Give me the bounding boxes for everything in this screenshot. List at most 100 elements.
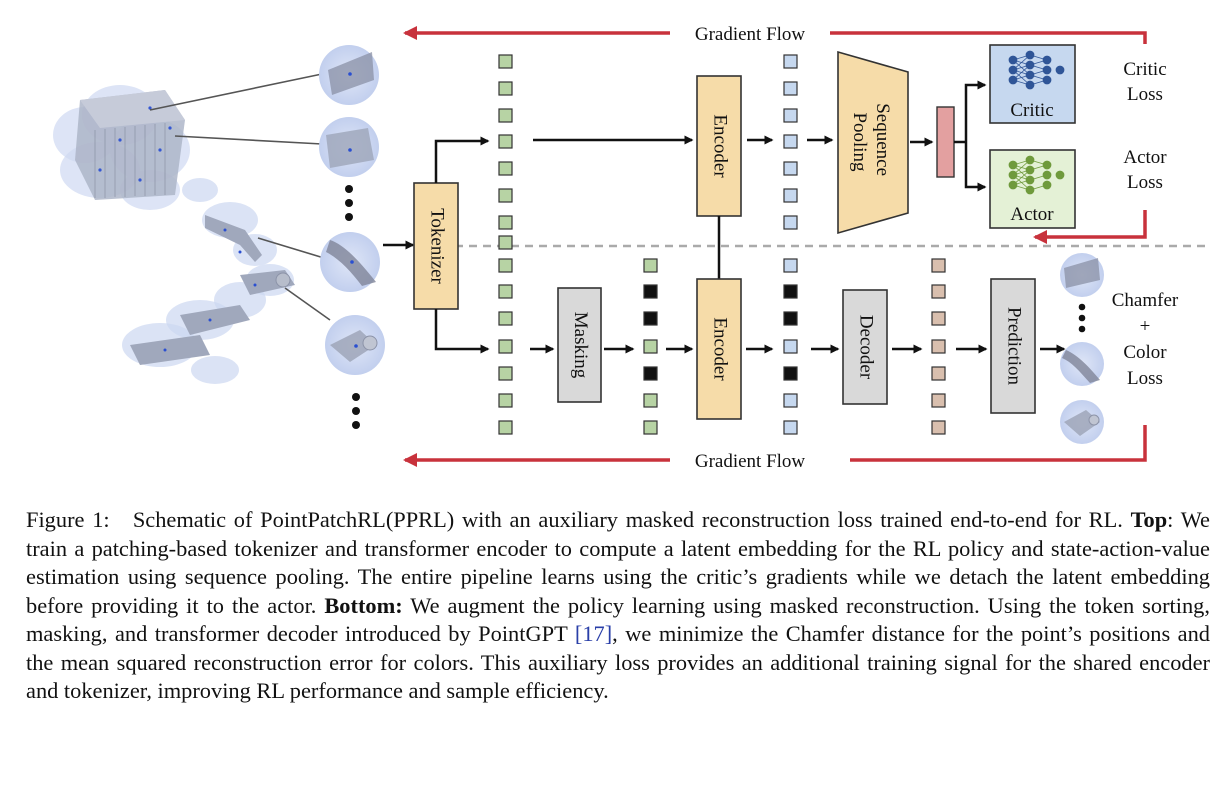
tokenizer-label: Tokenizer (427, 208, 448, 284)
token (643, 339, 658, 354)
token (498, 134, 513, 149)
ellipsis-dots (1078, 303, 1086, 333)
patch-bubble (1060, 400, 1104, 444)
encoder-bottom-block: Encoder (696, 278, 742, 420)
caption-top-text: : We train a patching-based tokenizer an… (26, 507, 1210, 618)
token (643, 311, 658, 326)
token (783, 339, 798, 354)
token (498, 420, 513, 435)
token (931, 339, 946, 354)
patch-bubble (320, 232, 380, 292)
token (643, 258, 658, 273)
patch-bubble (1060, 253, 1104, 297)
prediction-label: Prediction (1004, 307, 1025, 386)
encoder-top-label: Encoder (710, 114, 731, 178)
token (498, 339, 513, 354)
pprl-schematic-figure: Gradient Flow Gradient Flow Tokenizer En… (53, 24, 1205, 472)
caption-label: Figure 1: (26, 507, 110, 532)
sequence-pooling-label-line2: Pooling (849, 112, 870, 172)
critic-loss-label-line1: Critic (1123, 59, 1166, 80)
token (783, 215, 798, 230)
actor-loss-label-line2: Loss (1127, 172, 1163, 193)
encoder-bottom-label: Encoder (710, 317, 731, 381)
neural-network-icon (1008, 155, 1065, 195)
token (498, 366, 513, 381)
token (643, 420, 658, 435)
token (498, 188, 513, 203)
patch-bubble (319, 117, 379, 177)
token-columns (498, 54, 946, 435)
token (931, 420, 946, 435)
token-column-encoded-top (783, 54, 798, 230)
patch-bubble (325, 315, 385, 375)
actor-block: Actor (989, 149, 1076, 229)
token (931, 311, 946, 326)
token (783, 188, 798, 203)
sequence-pooling-label-line1: Sequence (872, 103, 893, 176)
recon-loss-label-line3: Color (1123, 342, 1167, 363)
pooled-embedding (936, 106, 955, 178)
point-patches (149, 45, 385, 429)
token (498, 258, 513, 273)
caption-bottom-label: Bottom: (324, 592, 403, 618)
caption-top-label: Top (1130, 507, 1168, 532)
masking-label: Masking (570, 312, 591, 379)
token (643, 393, 658, 408)
gradient-flow-top: Gradient Flow (403, 24, 1147, 45)
citation-link[interactable]: [17] (574, 621, 613, 646)
token (783, 108, 798, 123)
token (498, 311, 513, 326)
svg-text:Sequence Pooling: Sequence Pooling (849, 103, 893, 181)
prediction-block: Prediction (990, 278, 1036, 414)
masking-block: Masking (557, 287, 602, 403)
decoder-block: Decoder (842, 289, 888, 405)
actor-loss-label-line1: Actor (1123, 147, 1167, 168)
token (498, 81, 513, 96)
token (643, 366, 658, 381)
token (783, 258, 798, 273)
actor-label: Actor (1010, 204, 1054, 225)
token (931, 284, 946, 299)
decoder-label: Decoder (856, 315, 877, 380)
input-point-cloud (53, 85, 295, 384)
reconstructed-patches (1060, 253, 1104, 444)
caption-bottom-text-1: We augment the policy learning using mas… (26, 592, 1210, 647)
token (783, 420, 798, 435)
token (498, 235, 513, 250)
token (783, 134, 798, 149)
token (783, 81, 798, 96)
token-column-green (498, 54, 513, 435)
token-column-decoded (931, 258, 946, 435)
token (931, 393, 946, 408)
ellipsis-dots (345, 185, 353, 221)
figure-caption: Figure 1: Schematic of PointPatchRL(PPRL… (26, 506, 1210, 706)
critic-loss-label-line2: Loss (1127, 84, 1163, 105)
token (498, 54, 513, 69)
token (783, 161, 798, 176)
token (783, 284, 798, 299)
token (783, 311, 798, 326)
token (498, 215, 513, 230)
token (931, 366, 946, 381)
caption-bottom-text-2: , we minimize the Chamfer distance for t… (26, 621, 1210, 703)
token (498, 161, 513, 176)
sequence-pooling-block: Sequence Pooling (837, 50, 909, 235)
encoder-top-block: Encoder (696, 75, 742, 217)
critic-block: Critic (989, 44, 1076, 124)
tokenizer-block: Tokenizer (413, 182, 459, 310)
gradient-flow-bottom-label: Gradient Flow (695, 451, 806, 472)
token (783, 393, 798, 408)
caption-paragraph: Figure 1: Schematic of PointPatchRL(PPRL… (26, 506, 1210, 706)
token (498, 393, 513, 408)
gradient-flow-bottom: Gradient Flow (403, 425, 1147, 472)
token-column-encoded-bottom (783, 258, 798, 435)
token (498, 284, 513, 299)
token (643, 284, 658, 299)
point-cloud-cube (53, 85, 190, 210)
patch-bubble (1060, 342, 1104, 386)
critic-label: Critic (1010, 100, 1053, 121)
token (931, 258, 946, 273)
token-column-masked (643, 258, 658, 435)
actor-gradient-arrow (1033, 210, 1147, 244)
token (498, 108, 513, 123)
